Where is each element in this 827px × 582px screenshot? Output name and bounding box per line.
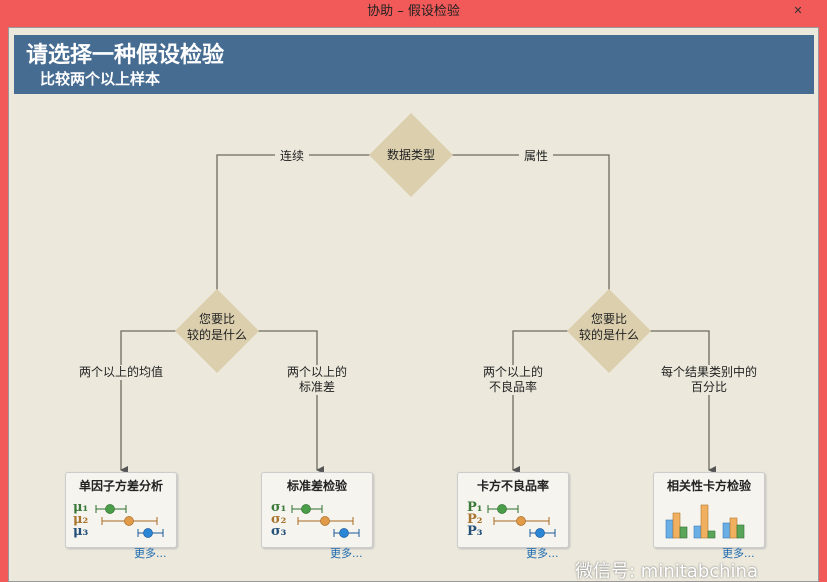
option-percent: 每个结果类别中的 百分比 xyxy=(660,365,758,395)
decision-diamond-right xyxy=(567,289,651,373)
decision-diamond-root xyxy=(369,113,453,197)
close-button[interactable]: ✕ xyxy=(793,4,803,17)
watermark: 微信号: minitabchina xyxy=(575,561,758,582)
bar-chart-icon xyxy=(665,504,745,539)
interval-3 xyxy=(529,528,556,538)
interval-plot-icon xyxy=(291,504,360,538)
card-stdev-test[interactable]: 标准差检验 σ₁ σ₂ σ₃ xyxy=(261,472,373,548)
interval-1 xyxy=(487,504,519,514)
symbol: σ₂ xyxy=(271,512,287,527)
interval-plot-icon xyxy=(487,504,556,538)
symbol: μ₃ xyxy=(73,524,89,539)
decision-diamond-left xyxy=(175,289,259,373)
symbol: σ₁ xyxy=(271,500,287,515)
right-question: 您要比 较的是什么 xyxy=(578,312,640,342)
option-defective: 两个以上的 不良品率 xyxy=(482,365,544,395)
card-title: 标准差检验 xyxy=(286,479,347,493)
window-title: 协助 – 假设检验 xyxy=(367,4,460,19)
symbol: μ₂ xyxy=(73,512,89,527)
interval-3 xyxy=(137,528,164,538)
interval-3 xyxy=(333,528,360,538)
interval-1 xyxy=(95,504,127,514)
header: 请选择一种假设检验 比较两个以上样本 xyxy=(14,35,814,94)
interval-2 xyxy=(493,516,550,526)
card-one-way-anova[interactable]: 单因子方差分析 μ₁ μ₂ μ₃ xyxy=(65,472,177,548)
more-link-anova[interactable]: 更多... xyxy=(134,547,167,560)
card-title: 卡方不良品率 xyxy=(476,479,549,493)
symbol: P₁ xyxy=(467,500,483,515)
option-means: 两个以上的均值 xyxy=(78,365,164,380)
more-link-stdev[interactable]: 更多... xyxy=(330,547,363,560)
option-stdev: 两个以上的 标准差 xyxy=(286,365,348,395)
symbol: σ₃ xyxy=(271,524,287,539)
symbol: P₂ xyxy=(467,512,483,527)
branch-continuous: 连续 xyxy=(274,149,310,164)
card-title: 相关性卡方检验 xyxy=(666,479,751,493)
more-link-defective[interactable]: 更多... xyxy=(526,547,559,560)
more-link-association[interactable]: 更多... xyxy=(722,547,755,560)
symbol: μ₁ xyxy=(73,500,89,515)
interval-2 xyxy=(297,516,354,526)
root-question: 数据类型 xyxy=(386,148,436,162)
branch-attribute: 属性 xyxy=(518,149,554,164)
card-chi-square-association[interactable]: 相关性卡方检验 xyxy=(653,472,765,548)
page-subtitle: 比较两个以上样本 xyxy=(40,70,161,88)
interval-1 xyxy=(291,504,323,514)
interval-2 xyxy=(101,516,158,526)
left-question: 您要比 较的是什么 xyxy=(186,312,248,342)
symbol: P₃ xyxy=(467,524,483,539)
card-title: 单因子方差分析 xyxy=(78,479,163,493)
page-title: 请选择一种假设检验 xyxy=(26,43,225,68)
interval-plot-icon xyxy=(95,504,164,538)
card-chi-square-defective[interactable]: 卡方不良品率 P₁ P₂ P₃ xyxy=(457,472,569,548)
